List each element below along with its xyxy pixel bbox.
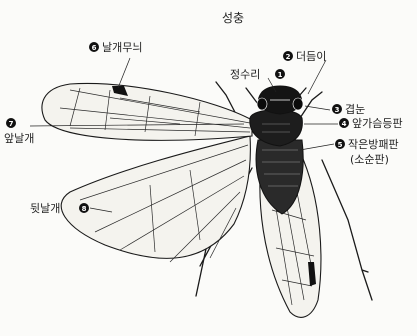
label-scutellum: 5 작은방패판 (소순판)	[335, 138, 399, 166]
label-pronotum: 4 앞가슴등판	[339, 117, 403, 130]
label-7-text: 앞날개	[4, 132, 34, 145]
hind-wing	[61, 136, 250, 262]
label-5-subtext: (소순판)	[350, 153, 389, 166]
label-8-text: 뒷날개	[30, 202, 60, 215]
insect-body	[250, 86, 303, 214]
label-forewing: 7 앞날개	[4, 118, 34, 145]
label-1-number: 1	[278, 71, 283, 79]
label-2-text: 더듬이	[296, 50, 326, 63]
left-forewing	[42, 83, 252, 140]
label-5-number: 5	[338, 141, 343, 149]
label-8-number: 8	[82, 205, 87, 213]
label-5-text: 작은방패판	[348, 138, 399, 151]
label-2-number: 2	[286, 53, 291, 61]
label-4-text: 앞가슴등판	[352, 117, 403, 130]
diagram-title: 성충	[222, 11, 244, 25]
label-1-text: 정수리	[230, 68, 260, 81]
label-wing-marking: 6 날개무늬	[89, 41, 142, 54]
label-compound-eye: 3 겹눈	[332, 103, 365, 116]
label-3-number: 3	[335, 106, 340, 114]
label-3-text: 겹눈	[345, 103, 365, 116]
label-6-number: 6	[92, 44, 97, 52]
label-vertex: 2 더듬이	[283, 50, 326, 63]
label-crown: 정수리 1	[230, 68, 285, 81]
label-7-number: 7	[9, 120, 14, 128]
label-4-number: 4	[342, 120, 347, 128]
label-6-text: 날개무늬	[102, 41, 142, 54]
